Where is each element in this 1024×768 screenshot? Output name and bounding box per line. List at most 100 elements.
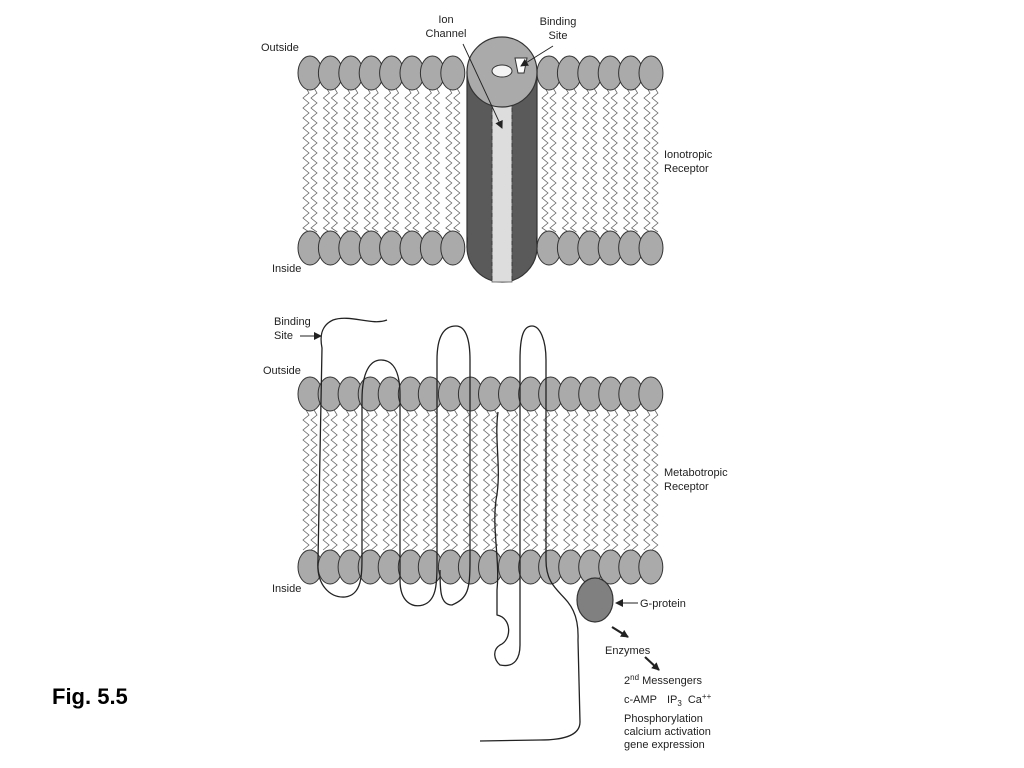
lipid-tail (549, 87, 557, 233)
ionotropic-annotations (462, 43, 554, 129)
lipid-tail (371, 87, 379, 233)
lipid-tail (563, 409, 571, 551)
lipid-tail (603, 409, 611, 551)
g-protein-icon (576, 577, 614, 623)
lipid-tail (383, 87, 392, 233)
lipid-tail (322, 87, 331, 233)
phospholipid-heads-inner (297, 230, 664, 266)
meta-binding-site-label-line2: Site (274, 330, 293, 342)
iono-outside-label: Outside (261, 42, 299, 54)
lipid-tail (422, 409, 430, 551)
lipid-tail (522, 409, 531, 551)
iono-binding-site-label-line1: Binding (540, 16, 577, 28)
lipid-tail (582, 87, 590, 233)
lipid-tail (542, 409, 551, 551)
lipid-tail (310, 409, 318, 551)
metabotropic-membrane (297, 376, 664, 585)
lipid-tail (550, 409, 559, 551)
lipid-tail (450, 409, 459, 551)
enzymes-label: Enzymes (605, 645, 651, 657)
lipid-tail (569, 87, 578, 233)
lipid-tail (390, 409, 398, 551)
lipid-tail (302, 409, 310, 551)
metabotropic-receptor-label-line1: Metabotropic (664, 467, 728, 479)
lipid-tail (322, 409, 330, 551)
lipid-tail (342, 409, 350, 551)
lipid-tail (302, 87, 310, 233)
lipid-tail (623, 409, 631, 551)
phospholipid-head (440, 230, 466, 266)
lipid-tail (402, 409, 410, 551)
lipid-tail (571, 409, 579, 551)
receptor-protein-chain (317, 317, 581, 742)
phospholipid-head (440, 55, 466, 91)
lipid-tail (350, 409, 358, 551)
metabotropic-receptor-label-line2: Receptor (664, 481, 709, 493)
lipid-tail (412, 87, 420, 233)
lipid-tails (302, 87, 659, 233)
figure-caption: Fig. 5.5 (52, 684, 128, 709)
lipid-tail (432, 87, 441, 233)
ion-channel-label-line1: Ion (438, 14, 453, 26)
lipid-tail (462, 409, 471, 551)
lipid-tail (424, 87, 433, 233)
lipid-tail (510, 409, 519, 551)
lipid-tail (430, 409, 438, 551)
lipid-tail (643, 409, 651, 551)
second-messengers-label: 2nd Messengers (624, 673, 703, 687)
lipid-tail (651, 87, 659, 233)
phospholipid-head (638, 230, 664, 266)
lipid-tail (610, 87, 618, 233)
lipid-tail (310, 87, 318, 233)
ionotropic-receptor-label-line1: Ionotropic (664, 149, 713, 161)
ion-channel-cylinder (466, 36, 538, 283)
lipid-tail (482, 409, 491, 551)
lipid-tail (530, 409, 539, 551)
lipid-tail (541, 87, 549, 233)
meta-outside-label: Outside (263, 365, 301, 377)
lipid-tail (391, 87, 400, 233)
lipid-tail (442, 409, 451, 551)
lipid-tail (453, 87, 461, 233)
lipid-tail (363, 87, 371, 233)
lipid-tails (302, 409, 659, 551)
ionotropic-receptor-label-line2: Receptor (664, 163, 709, 175)
lipid-tail (630, 87, 639, 233)
effect-calcium-activation: calcium activation (624, 726, 711, 738)
metabotropic-annotations (300, 332, 660, 671)
lipid-tail (611, 409, 619, 551)
lipid-tail (502, 409, 511, 551)
lipid-tail (583, 409, 591, 551)
phospholipid-heads-outer (297, 376, 664, 412)
lipid-tail (591, 409, 599, 551)
ion-channel-label-line2: Channel (426, 28, 467, 40)
lipid-tail (351, 87, 359, 233)
ionotropic-membrane (297, 55, 664, 266)
lipid-tail (410, 409, 418, 551)
lipid-tail (404, 87, 412, 233)
phospholipid-head (638, 55, 664, 91)
lipid-tail (470, 409, 479, 551)
meta-binding-site-label-line1: Binding (274, 316, 311, 328)
lipid-tail (362, 409, 370, 551)
lipid-tail (590, 87, 598, 233)
phospholipid-heads-inner (297, 549, 664, 585)
lipid-tail (370, 409, 378, 551)
lipid-tail (622, 87, 631, 233)
effect-gene-expression: gene expression (624, 739, 705, 751)
g-protein-label: G-protein (640, 598, 686, 610)
phospholipid-head (638, 549, 664, 585)
lipid-tail (561, 87, 570, 233)
lipid-tail (330, 87, 339, 233)
iono-inside-label: Inside (272, 263, 301, 275)
meta-inside-label: Inside (272, 583, 301, 595)
lipid-tail (343, 87, 351, 233)
lipid-tail (651, 409, 659, 551)
lipid-tail (631, 409, 639, 551)
lipid-tail (382, 409, 390, 551)
phospholipid-head (638, 376, 664, 412)
iono-binding-site-label-line2: Site (549, 30, 568, 42)
effect-phosphorylation: Phosphorylation (624, 713, 703, 725)
